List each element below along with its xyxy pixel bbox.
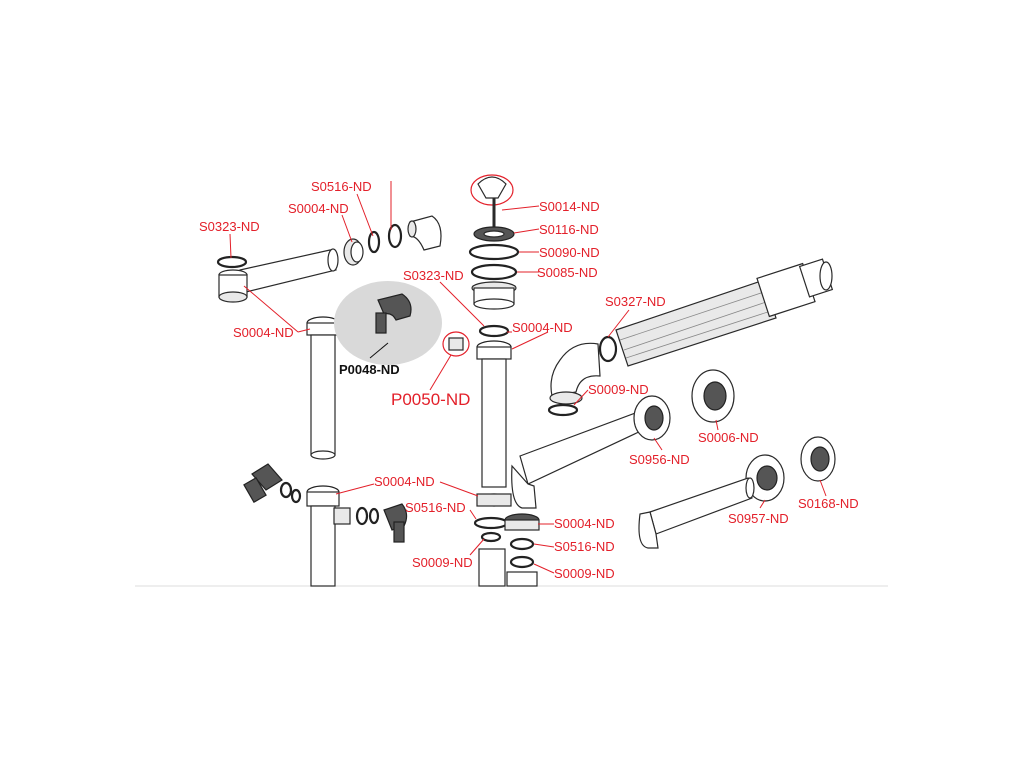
label-s0516-low: S0516-ND (405, 500, 466, 515)
label-s0327: S0327-ND (605, 294, 666, 309)
label-p0050: P0050-ND (391, 390, 470, 409)
lower-left-right-connector (333, 503, 408, 543)
center-gasket (478, 324, 510, 338)
label-s0004-low: S0004-ND (374, 474, 435, 489)
center-standpipe (476, 340, 512, 488)
label-s0004-low2: S0004-ND (554, 516, 615, 531)
p0048-highlight (334, 281, 442, 365)
leader-lines (229, 181, 827, 574)
label-s0116: S0116-ND (539, 222, 599, 237)
center-right-nut (504, 513, 540, 587)
lower-left-side-inlet (243, 463, 302, 504)
label-s0090: S0090-ND (539, 245, 600, 260)
label-s0323-left: S0323-ND (199, 219, 260, 234)
center-horizontal-pipe (511, 410, 645, 509)
center-washers (468, 226, 520, 281)
label-s0516-low2: S0516-ND (554, 539, 615, 554)
label-p0048: P0048-ND (339, 362, 400, 377)
label-s0004-mid: S0004-ND (512, 320, 573, 335)
lower-right-pipe (638, 477, 755, 549)
label-s0004-left: S0004-ND (233, 325, 294, 340)
hose-gasket (598, 335, 618, 363)
corrugated-hose (615, 258, 834, 367)
p0050-highlight (442, 331, 470, 357)
label-s0956: S0956-ND (629, 452, 690, 467)
p0048-leader (369, 342, 389, 359)
label-s0009-low2: S0009-ND (554, 566, 615, 581)
hose-elbow (549, 342, 601, 405)
label-s0006: S0006-ND (698, 430, 759, 445)
label-s0516-top: S0516-ND (311, 179, 372, 194)
label-s0957: S0957-ND (728, 511, 789, 526)
left-union-nut (343, 238, 364, 266)
strainer-highlight (470, 174, 514, 206)
lower-left-standpipe (306, 485, 340, 587)
left-standpipe (306, 316, 340, 460)
rosette-s0957 (745, 454, 785, 502)
center-lower-nut (473, 493, 512, 587)
center-thread-body (471, 281, 517, 310)
label-s0009-right: S0009-ND (588, 382, 649, 397)
rosette-s0956 (633, 395, 671, 441)
label-s0014: S0014-ND (539, 199, 600, 214)
label-s0004-top: S0004-ND (288, 201, 349, 216)
left-inlet-pipe (239, 248, 339, 293)
left-gaskets (367, 223, 403, 254)
rosette-s0168 (800, 436, 836, 482)
left-drain-fitting (216, 255, 248, 303)
rosette-s0006 (691, 369, 735, 423)
label-s0009-low: S0009-ND (412, 555, 473, 570)
left-elbow (407, 215, 442, 251)
elbow-gasket (547, 403, 579, 417)
label-s0085: S0085-ND (537, 265, 598, 280)
label-s0323-mid: S0323-ND (403, 268, 464, 283)
label-s0168: S0168-ND (798, 496, 859, 511)
